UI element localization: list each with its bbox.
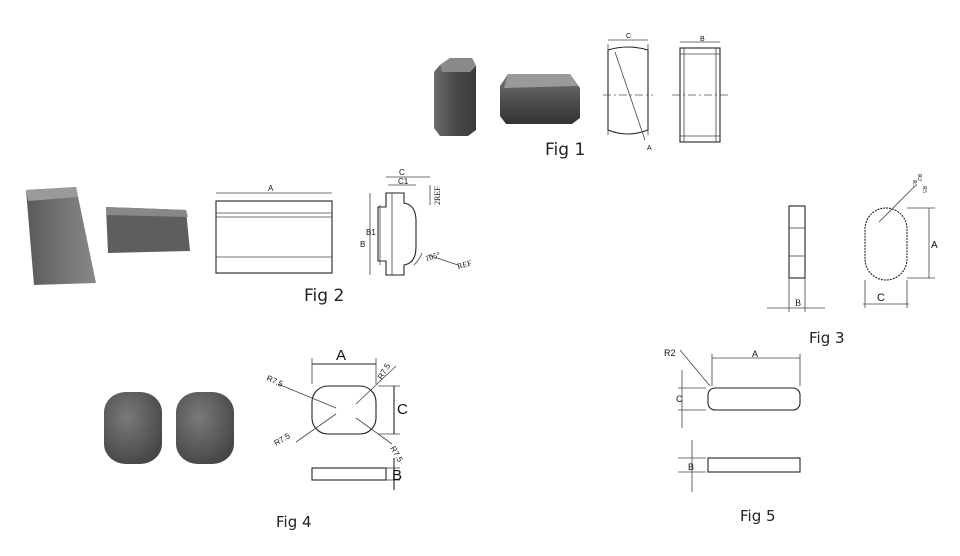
fig4-caption: Fig 4 bbox=[276, 513, 312, 531]
fig5-drawing: R2 A C B bbox=[664, 348, 801, 492]
fig3-dim-a: A bbox=[931, 240, 938, 251]
fig3-side-view: B bbox=[767, 205, 825, 312]
fig1-caption: Fig 1 bbox=[545, 140, 586, 160]
fig3-dim-r5-a: R5 bbox=[911, 180, 917, 187]
figure-2: A C C1 B B1 2REF 105° REF Fig 2 bbox=[18, 165, 498, 315]
fig3-front-view: A C R2 R5 R5 bbox=[863, 174, 938, 308]
fig1-photo-part-b bbox=[500, 74, 580, 124]
figure-5: R2 A C B Fig 5 bbox=[660, 340, 820, 540]
fig1-dim-c: C bbox=[626, 33, 631, 40]
fig3-dim-r5-b: R5 bbox=[921, 186, 927, 193]
fig4-photo-part-b bbox=[176, 392, 234, 464]
figure-3: B A C R2 R5 R5 Fig 3 bbox=[755, 158, 955, 353]
figure-4: A R7.5 R7.5 R7.5 R7.5 C B Fig 4 bbox=[100, 340, 430, 540]
fig2-photo-part-a bbox=[26, 187, 96, 285]
fig4-dim-a: A bbox=[336, 347, 346, 364]
fig2-dim-ref: REF bbox=[456, 258, 473, 271]
fig4-dim-r-tl: R7.5 bbox=[265, 374, 285, 389]
fig5-dim-a: A bbox=[752, 349, 758, 359]
fig2-drawing-front: A bbox=[215, 184, 333, 274]
fig2-caption: Fig 2 bbox=[304, 286, 345, 306]
fig4-dim-r-br: R7.5 bbox=[388, 445, 405, 465]
fig5-caption: Fig 5 bbox=[740, 507, 776, 525]
fig5-dim-r2: R2 bbox=[664, 348, 676, 358]
fig2-dim-angle: 105° bbox=[424, 250, 441, 263]
fig2-dim-c1: C1 bbox=[398, 177, 409, 186]
fig2-dim-c: C bbox=[399, 168, 405, 177]
figure-1: C A B Fig 1 bbox=[420, 30, 750, 170]
fig1-photo-and-drawing: C A B bbox=[434, 33, 730, 152]
fig1-dim-a: A bbox=[647, 145, 652, 152]
fig4-dim-c: C bbox=[397, 401, 408, 418]
fig2-dim-a: A bbox=[268, 184, 274, 193]
fig3-drawing: B A C R2 R5 R5 bbox=[767, 174, 938, 312]
fig4-photo-part-a bbox=[104, 392, 162, 464]
fig5-top-view: R2 A C bbox=[664, 348, 801, 428]
fig3-dim-c: C bbox=[877, 292, 885, 304]
fig2-drawing-side: C C1 B B1 2REF 105° REF bbox=[360, 168, 473, 276]
fig3-dim-r2: R2 bbox=[916, 174, 922, 181]
fig2-photo-part-b bbox=[106, 207, 190, 253]
fig1-drawing-front: C A bbox=[603, 33, 653, 152]
fig3-dim-b: B bbox=[795, 298, 801, 308]
fig4-photo-and-drawing: A R7.5 R7.5 R7.5 R7.5 C B bbox=[104, 347, 408, 490]
fig2-dim-2ref: 2REF bbox=[433, 186, 442, 205]
fig4-dim-b: B bbox=[392, 467, 402, 484]
fig4-dim-r-bl: R7.5 bbox=[273, 431, 293, 448]
fig2-dim-b1: B1 bbox=[366, 228, 376, 237]
fig1-dim-b: B bbox=[700, 36, 705, 43]
fig4-drawing: A R7.5 R7.5 R7.5 R7.5 C B bbox=[265, 347, 408, 490]
fig1-photo-part-a bbox=[434, 58, 476, 136]
fig2-photo-and-drawing: A C C1 B B1 2REF 105° REF bbox=[26, 168, 473, 285]
fig5-side-view: B bbox=[678, 440, 801, 492]
fig2-dim-b: B bbox=[360, 240, 365, 249]
fig1-drawing-side: B bbox=[672, 36, 730, 143]
fig5-dim-b: B bbox=[688, 462, 694, 472]
fig5-dim-c: C bbox=[676, 394, 683, 404]
fig3-caption: Fig 3 bbox=[809, 329, 845, 347]
